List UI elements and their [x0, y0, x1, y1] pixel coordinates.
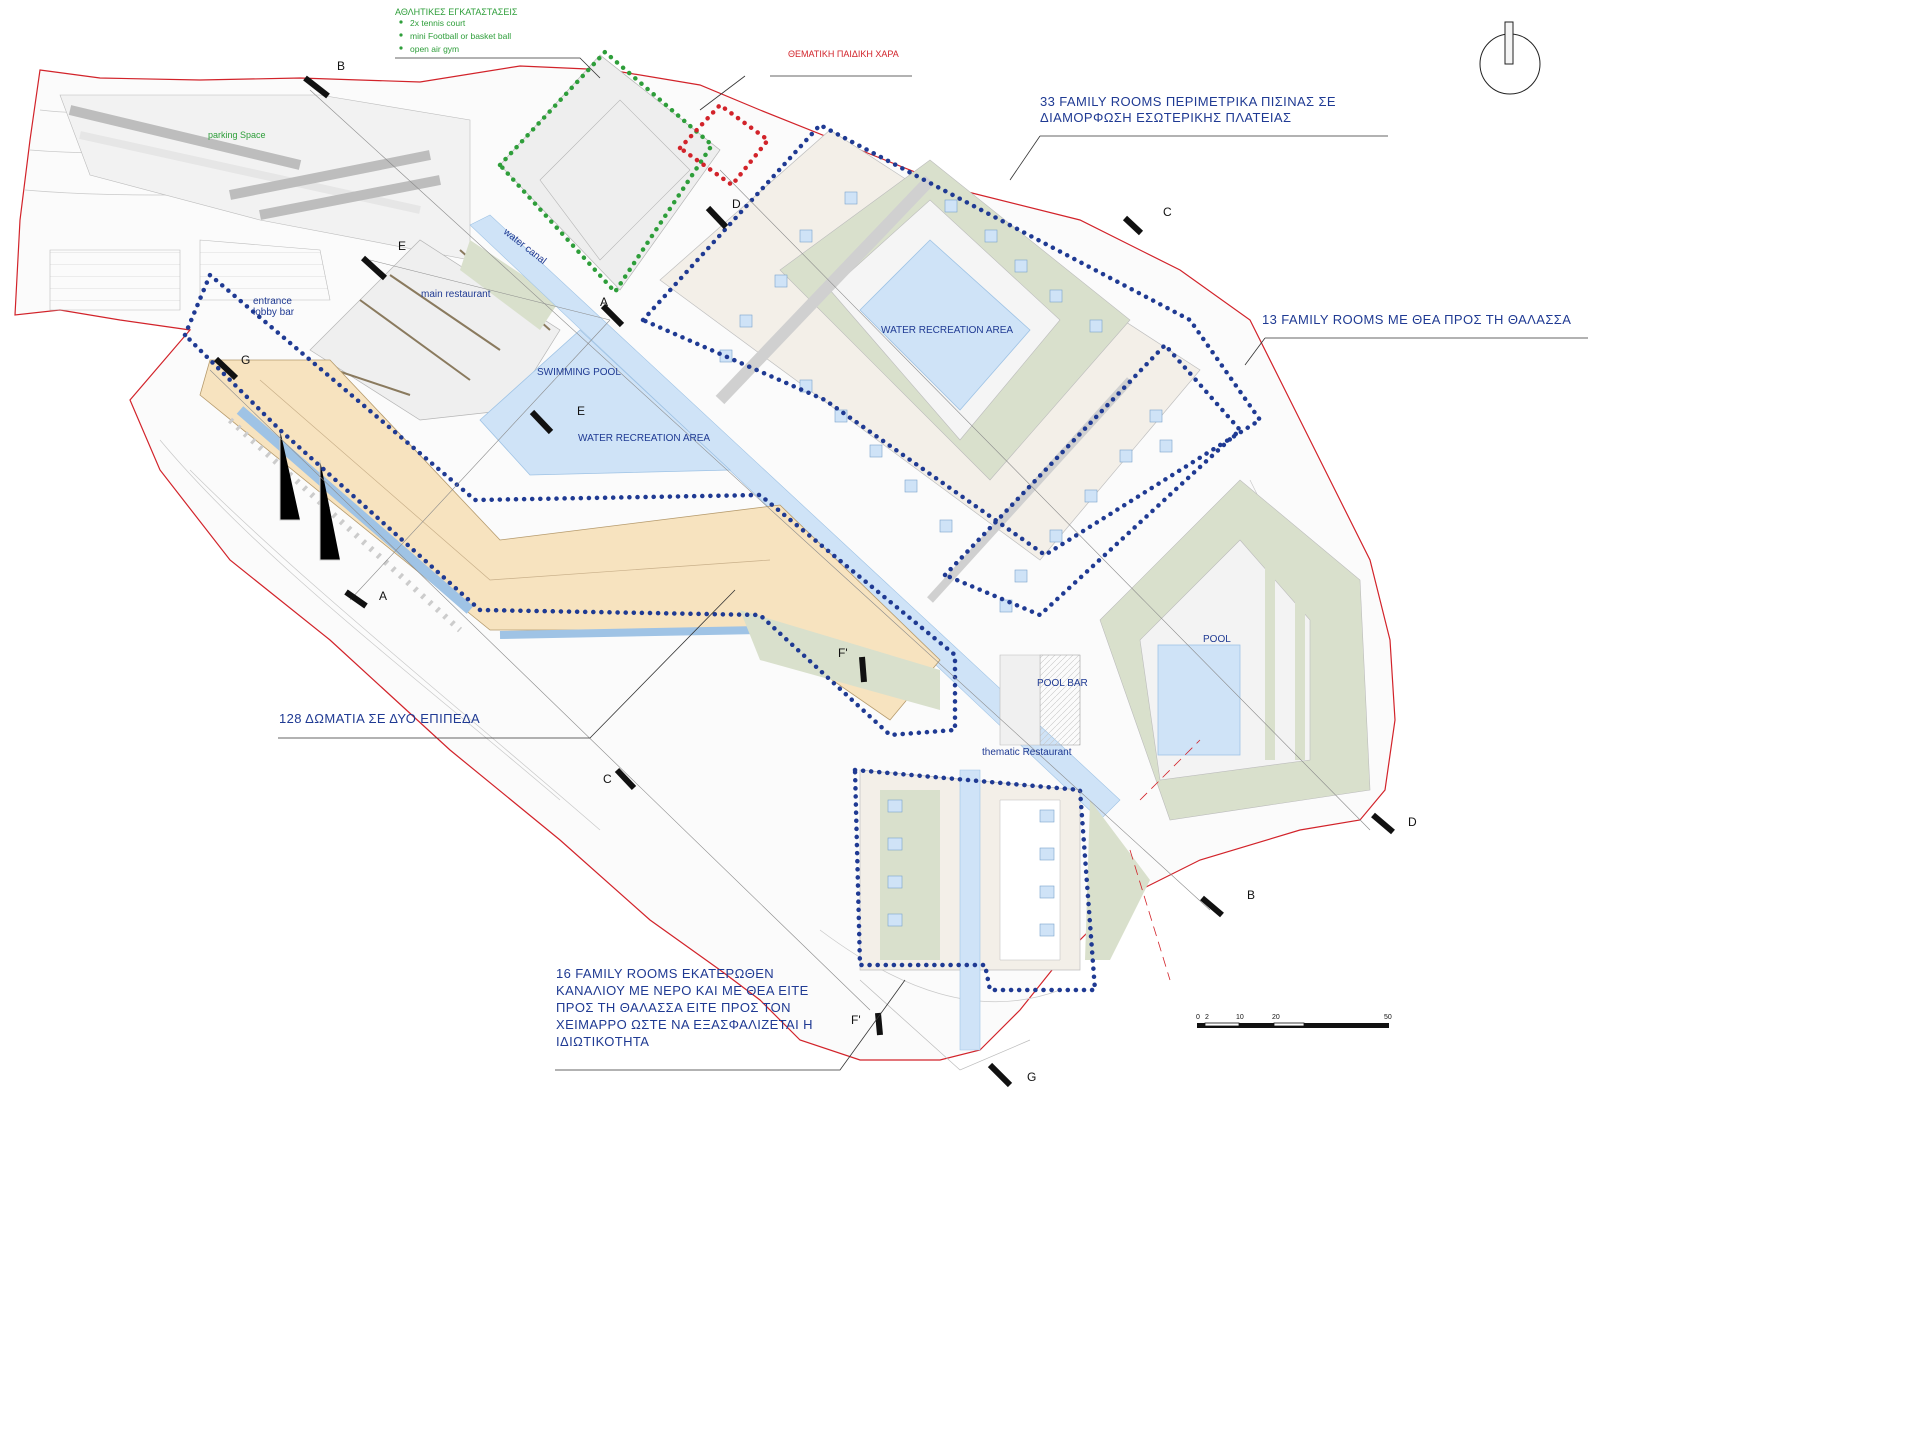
family16-label: 16 FAMILY ROOMS ΕΚΑΤΕΡΩΘΕΝ ΚΑΝΑΛΙΟΥ ΜΕ Ν… — [556, 966, 813, 1049]
section-letters: B E A D C G E A F' C D B F' G — [241, 59, 1417, 1084]
scale-tick-50: 50 — [1384, 1014, 1392, 1021]
family16-line-4: ΧΕΙΜΑΡΡΟ ΩΣΤΕ ΝΑ ΕΞΑΣΦΑΛΙΖΕΤΑΙ Η — [556, 1017, 813, 1032]
scale-tick-2: 2 — [1205, 1014, 1209, 1021]
family16-line-3: ΠΡΟΣ ΤΗ ΘΑΛΑΣΣΑ ΕΙΤΕ ΠΡΟΣ ΤΟΝ — [556, 1000, 791, 1015]
family13-label: 13 FAMILY ROOMS ΜΕ ΘΕΑ ΠΡΟΣ ΤΗ ΘΑΛΑΣΣΑ — [1262, 312, 1571, 327]
pool-bar-label: POOL BAR — [1037, 678, 1088, 689]
main-building — [199, 359, 941, 721]
pool-label: POOL — [1203, 634, 1231, 645]
scale-bar: 0 2 10 20 50 — [1196, 1014, 1392, 1028]
family16-line-2: ΚΑΝΑΛΙΟΥ ΜΕ ΝΕΡΟ ΚΑΙ ΜΕ ΘΕΑ ΕΙΤΕ — [556, 983, 809, 998]
leader-lines — [278, 57, 1588, 1071]
family16-line-5: ΙΔΙΩΤΙΚΟΤΗΤΑ — [556, 1034, 649, 1049]
section-G-left: G — [241, 353, 250, 367]
water-recreation-label-1: WATER RECREATION AREA — [578, 433, 710, 444]
family13-zone-outline — [941, 341, 1244, 618]
family33-zone-outline — [639, 122, 1264, 558]
section-A-bottom: A — [379, 589, 387, 603]
rooms128-zone-outline — [182, 271, 958, 738]
courtyard-33-rooms — [659, 129, 1201, 603]
entrance-label: entrance — [253, 296, 292, 307]
zone-outlines — [182, 48, 1264, 993]
thematic-restaurant-label: thematic Restaurant — [982, 747, 1072, 758]
sports-item-gym: open air gym — [410, 44, 459, 54]
sports-item-tennis: 2x tennis court — [410, 18, 466, 28]
swimming-pool — [479, 329, 731, 476]
thin-section-lines — [209, 89, 1371, 1011]
section-lines — [1129, 739, 1201, 981]
main-restaurant-label: main restaurant — [421, 289, 491, 300]
section-A-top: A — [600, 295, 608, 309]
room-units — [719, 191, 1173, 613]
section-F-mid: F' — [838, 646, 848, 660]
parking-area — [49, 94, 471, 311]
section-E-mid: E — [577, 404, 585, 418]
rooms128-label: 128 ΔΩΜΑΤΙΑ ΣΕ ΔΥΟ ΕΠΙΠΕΔΑ — [279, 711, 480, 726]
lobby-bar-label: lobby bar — [253, 307, 295, 318]
sports-item-football: mini Football or basket ball — [410, 31, 511, 41]
section-C-top: C — [1163, 205, 1172, 219]
section-E-top: E — [398, 239, 406, 253]
section-G-bottom: G — [1027, 1070, 1036, 1084]
swimming-pool-label: SWIMMING POOL — [537, 367, 621, 378]
scale-tick-10: 10 — [1236, 1014, 1244, 1021]
playground-label: ΘΕΜΑΤΙΚΗ ΠΑΙΔΙΚΗ ΧΑΡΑ — [788, 49, 899, 59]
pool-area — [999, 479, 1371, 821]
scale-tick-0: 0 — [1196, 1014, 1200, 1021]
playground-zone-outline — [676, 102, 772, 189]
north-arrow — [1479, 21, 1541, 95]
family33-label-line1: 33 FAMILY ROOMS ΠΕΡΙΜΕΤΡΙΚΑ ΠΙΣΙΝΑΣ ΣΕ — [1040, 94, 1336, 109]
section-markers — [213, 75, 1395, 1088]
parking-label: parking Space — [208, 130, 266, 140]
section-F-bottom: F' — [851, 1013, 861, 1027]
sports-title: ΑΘΛΗΤΙΚΕΣ ΕΓΚΑΤΑΣΤΑΣΕΙΣ — [395, 7, 518, 17]
family33-label-line2: ΔΙΑΜΟΡΦΩΣΗ ΕΣΩΤΕΡΙΚΗΣ ΠΛΑΤΕΙΑΣ — [1040, 110, 1291, 125]
scale-tick-20: 20 — [1272, 1014, 1280, 1021]
section-C-bottom: C — [603, 772, 612, 786]
canal-16-rooms — [859, 769, 1150, 1071]
family16-zone-outline — [852, 767, 1098, 993]
water-recreation-label-2: WATER RECREATION AREA — [881, 325, 1013, 336]
section-D-top: D — [732, 197, 741, 211]
section-D-right: D — [1408, 815, 1417, 829]
family16-line-1: 16 FAMILY ROOMS ΕΚΑΤΕΡΩΘΕΝ — [556, 966, 774, 981]
section-B-bottom: B — [1247, 888, 1255, 902]
sports-legend: ΑΘΛΗΤΙΚΕΣ ΕΓΚΑΤΑΣΤΑΣΕΙΣ 2x tennis court … — [395, 7, 518, 54]
section-B-top: B — [337, 59, 345, 73]
